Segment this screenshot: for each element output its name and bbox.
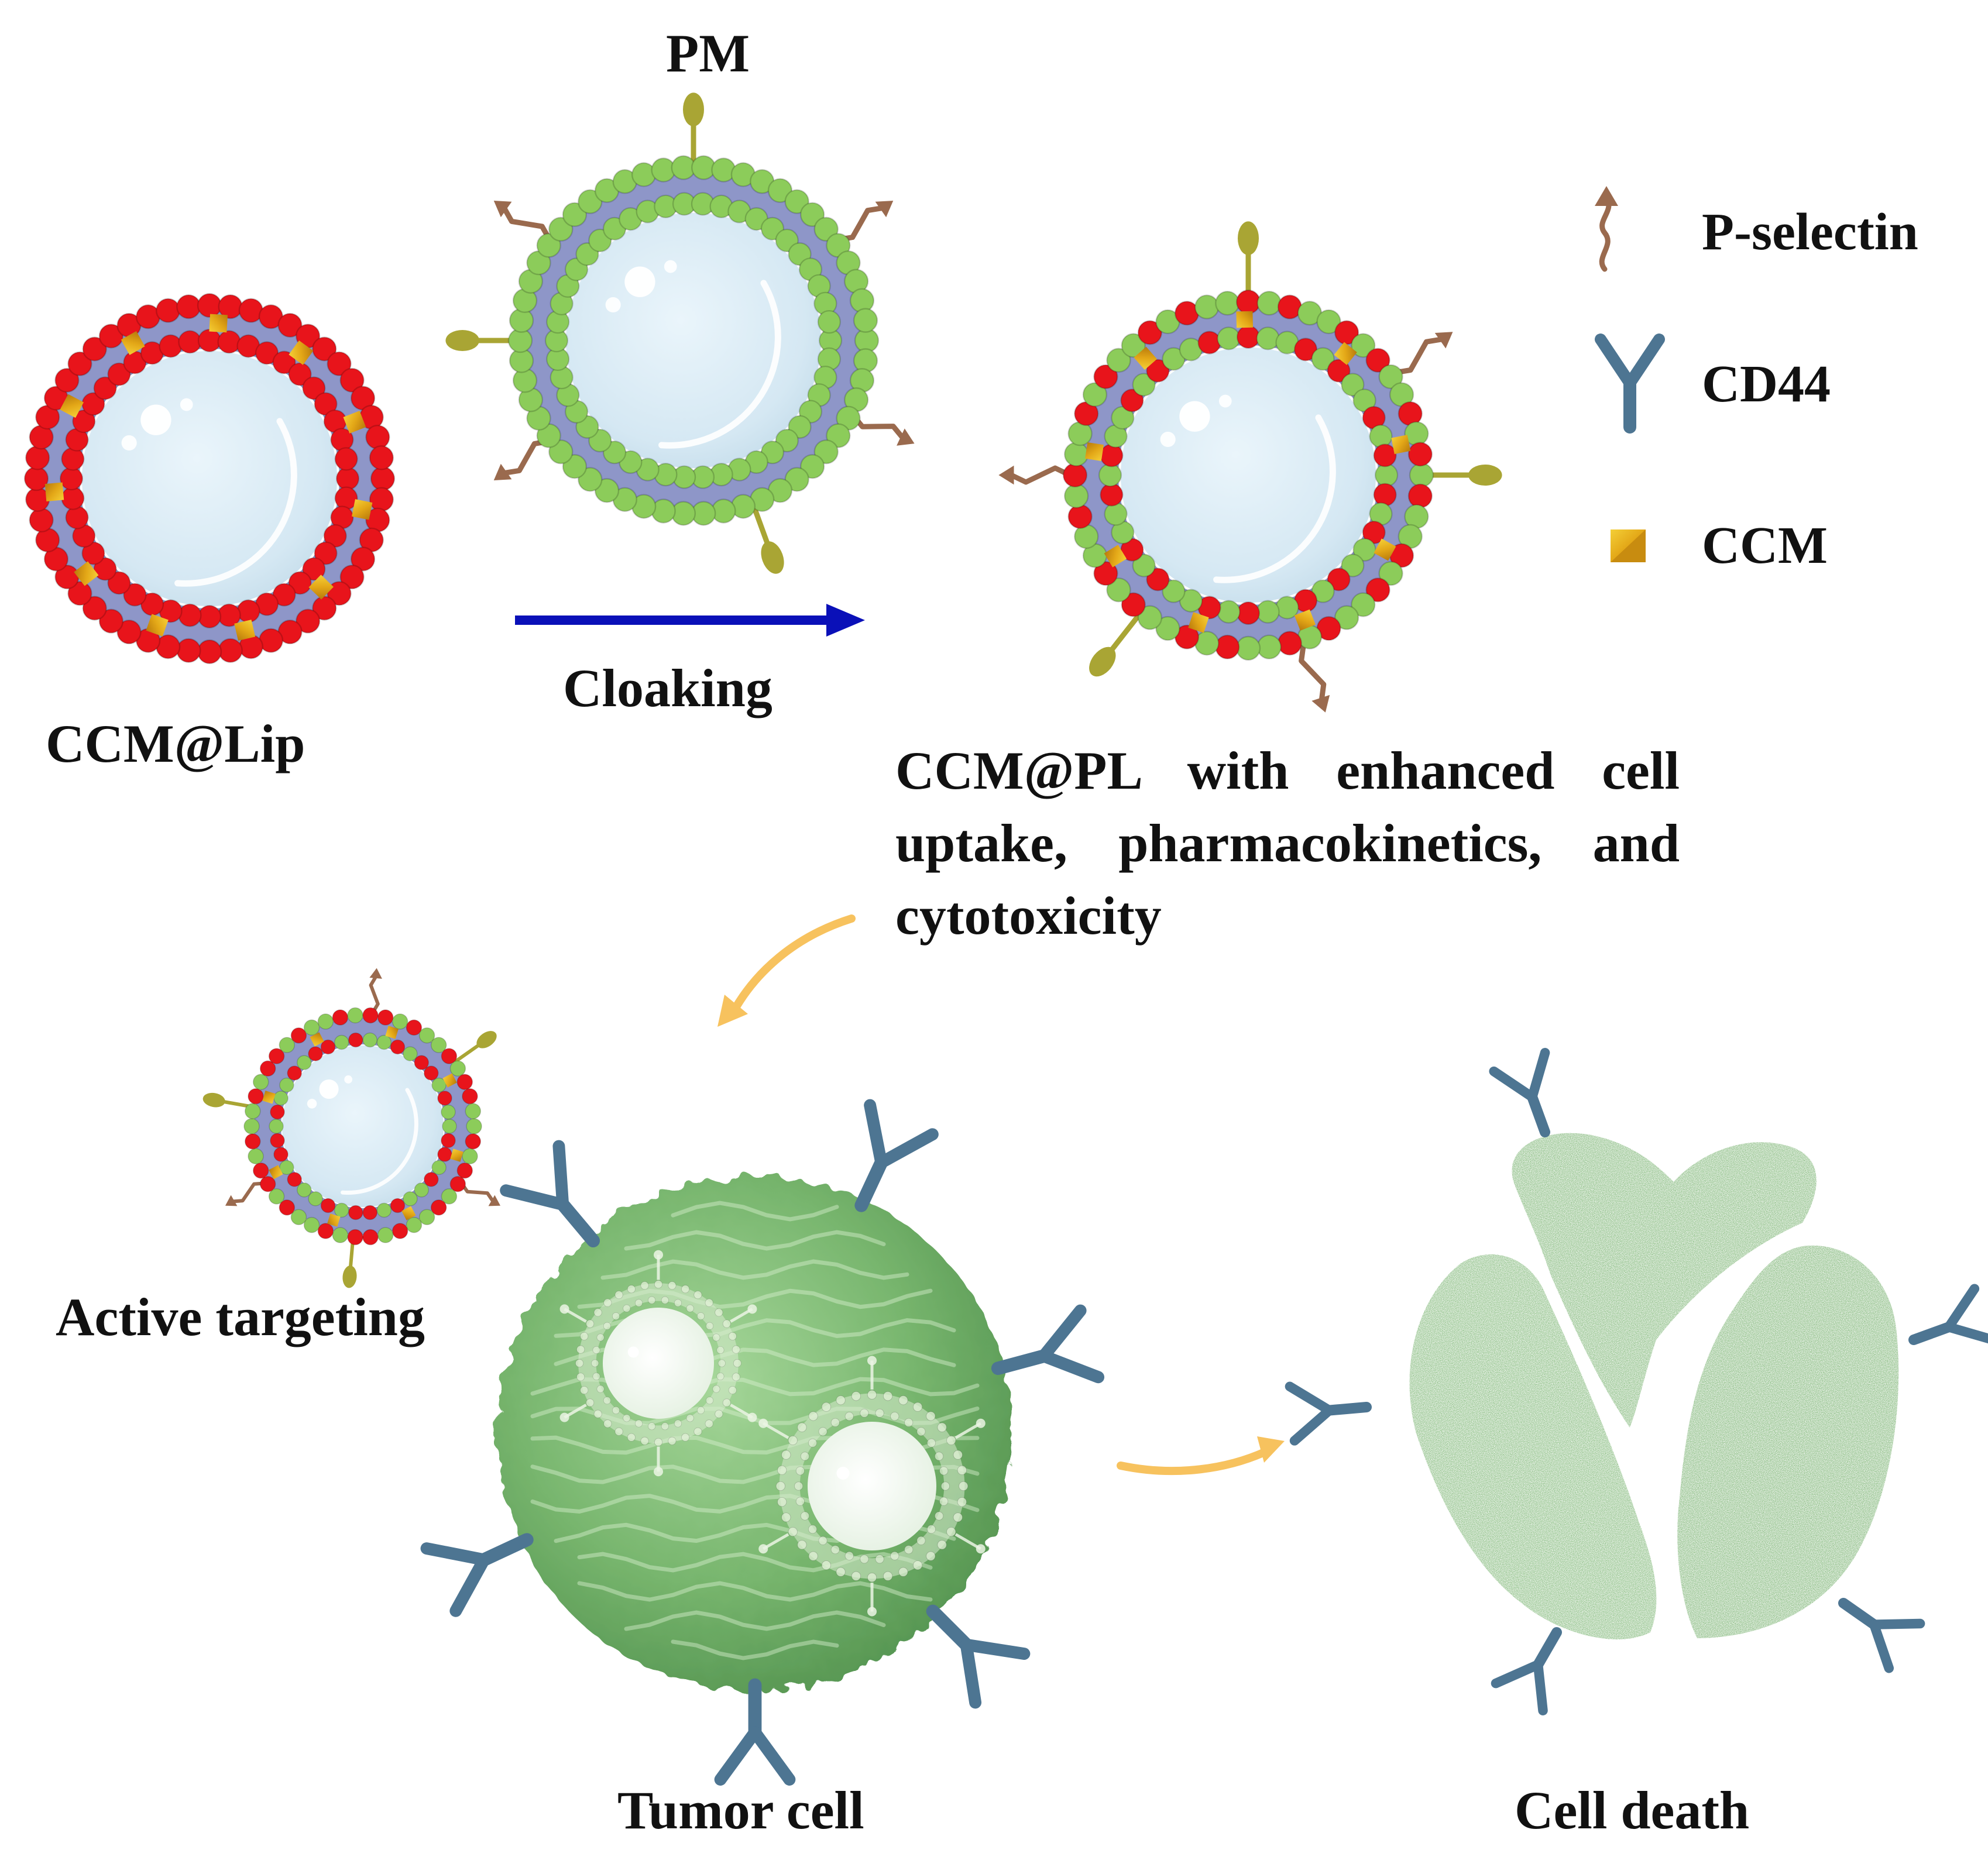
internalized-nanoparticle <box>559 1250 757 1477</box>
ccm-pl-description: CCM@PL with enhanced cell uptake, pharma… <box>895 741 1680 945</box>
legend-label-cd44: CD44 <box>1702 355 1831 413</box>
cd44-receptors <box>420 1099 1105 1786</box>
legend-label-p-selectin: P-selectin <box>1702 203 1918 261</box>
cloaking-label: Cloaking <box>563 658 772 718</box>
cd44-icon <box>1595 333 1665 434</box>
ccm-pl-nanoparticle <box>998 221 1502 713</box>
ccm-lip-liposome <box>23 293 396 665</box>
active-targeting-nanoparticle <box>202 968 501 1288</box>
cell-death-label: Cell death <box>1515 1780 1750 1840</box>
legend-label-ccm: CCM <box>1702 517 1828 575</box>
legend <box>1595 186 1665 562</box>
internalized-nanoparticle <box>758 1356 986 1617</box>
ccm-icon <box>1611 529 1646 562</box>
cloaking-arrow <box>515 604 865 637</box>
tumor-cell-label: Tumor cell <box>617 1780 864 1840</box>
tumor-cell <box>420 1099 1105 1786</box>
curved-arrow-to-cell-death <box>1117 1436 1285 1476</box>
curved-arrow-to-targeting <box>717 914 856 1027</box>
platelet-membrane-vesicle <box>445 92 915 574</box>
pm-label: PM <box>666 23 750 83</box>
active-targeting-label: Active targeting <box>56 1287 425 1347</box>
p-selectin-icon <box>1595 186 1618 272</box>
ccm-lip-label: CCM@Lip <box>46 714 305 773</box>
dead-cell-fragments <box>1285 1048 1988 1715</box>
